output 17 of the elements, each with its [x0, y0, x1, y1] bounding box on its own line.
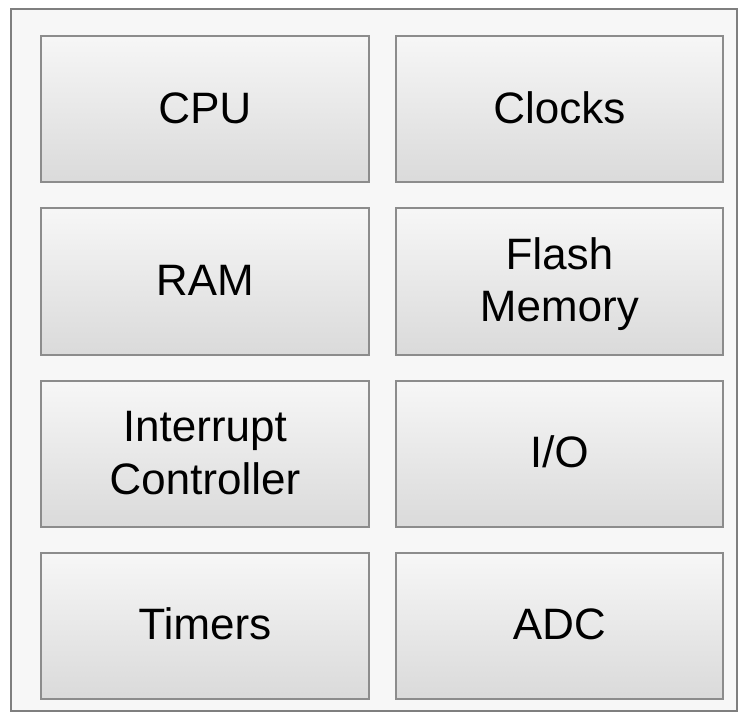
box-label: Interrupt Controller	[108, 400, 302, 506]
box-label: CPU	[157, 82, 252, 135]
component-box	[40, 207, 370, 356]
box-label: Clocks	[492, 82, 626, 135]
box-label: ADC	[512, 599, 607, 652]
component-box	[40, 380, 370, 528]
component-box	[40, 552, 370, 700]
component-box	[394, 380, 724, 528]
box-label: I/O	[528, 427, 590, 480]
box-label: RAM	[154, 254, 255, 307]
component-box	[394, 35, 724, 184]
outer-frame	[10, 8, 738, 712]
component-box	[394, 552, 724, 700]
component-box	[40, 35, 370, 184]
box-label: Flash Memory	[478, 228, 640, 334]
box-label: Timers	[137, 599, 272, 652]
component-box	[394, 207, 724, 356]
